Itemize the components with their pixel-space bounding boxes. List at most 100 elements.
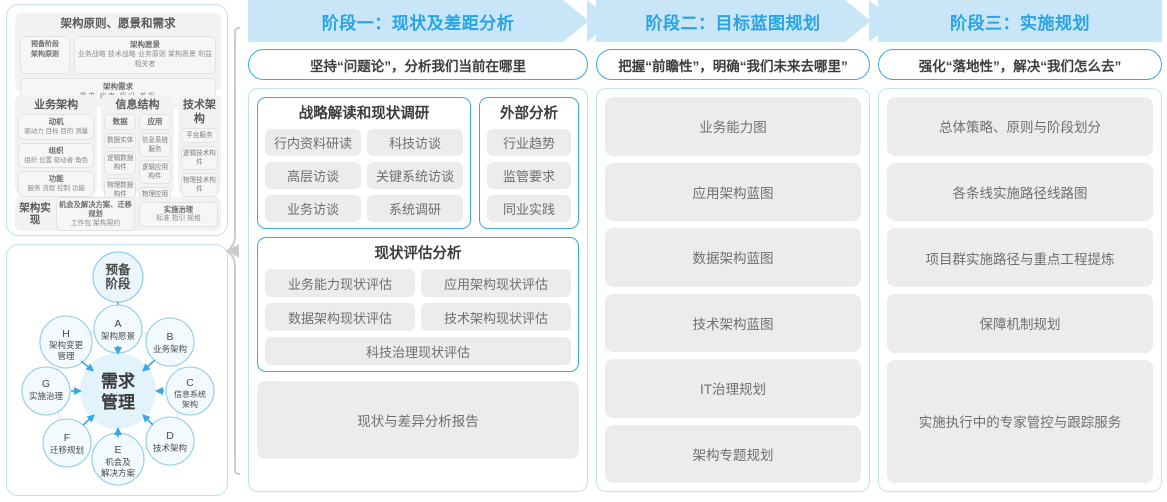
logical-data-component-cell: 逻辑数据构件	[104, 151, 137, 175]
node-b	[145, 317, 195, 367]
phase-2-item[interactable]: 应用架构蓝图	[605, 162, 861, 221]
technical-architecture-group: 技术架构 平台服务 逻辑技术构件 物理技术构件	[177, 95, 221, 197]
phase-2-item[interactable]: 技术架构蓝图	[605, 293, 861, 352]
node-prep-line2: 阶段	[105, 276, 131, 291]
business-motivation-head: 动机	[48, 117, 64, 126]
assessment-chip-wide[interactable]: 科技治理现状评估	[265, 337, 571, 365]
node-d	[145, 416, 195, 466]
assessment-chip[interactable]: 应用架构现状评估	[421, 269, 571, 297]
phase-3-item[interactable]: 实施执行中的专家管控与跟踪服务	[887, 359, 1153, 483]
architecture-principles-group: 架构原则、愿景和需求 预备阶段 架构原则 架构愿景 业务战略 技术战略 业务原则…	[15, 13, 221, 106]
node-d-letter: D	[166, 430, 174, 442]
current-state-assessment-card: 现状评估分析 业务能力现状评估 应用架构现状评估 数据架构现状评估 技术架构现状…	[257, 237, 579, 372]
node-e-letter: E	[114, 444, 121, 456]
phase-2-banner: 阶段二：目标蓝图规划	[596, 0, 895, 42]
data-entity-cell: 数据实体	[104, 133, 137, 148]
phase-3-item[interactable]: 总体策略、原则与阶段划分	[887, 97, 1153, 156]
center-line1: 需求	[101, 371, 135, 391]
strategy-chip[interactable]: 系统调研	[367, 195, 463, 222]
gap-analysis-report-chip[interactable]: 现状与差异分析报告	[257, 381, 579, 459]
brace-connector	[225, 26, 248, 476]
external-chip[interactable]: 行业趋势	[487, 129, 571, 156]
phase-3-item[interactable]: 保障机制规划	[887, 294, 1153, 353]
opportunities-migration-head: 机会及解决方案、迁移规划	[59, 199, 132, 219]
strategy-chip[interactable]: 行内资料研读	[265, 129, 361, 156]
phase-1-banner: 阶段一：现状及差距分析	[248, 0, 613, 42]
implementation-governance-cell: 实施治理 标准 指引 规格	[139, 201, 218, 227]
node-e-label2: 解决方案	[101, 468, 136, 478]
adm-cycle-svg: 预备 阶段 需求 管理 A 架构愿景 B 业务架构	[21, 251, 215, 486]
logical-technology-component-cell: 逻辑技术构件	[180, 146, 218, 170]
opportunities-migration-sub: 工作包 架构契约	[70, 219, 121, 227]
business-function-head: 功能	[48, 174, 64, 183]
node-f-label: 迁移规划	[50, 445, 84, 455]
phase-3-item[interactable]: 各条线实施路径线路图	[887, 162, 1153, 222]
phase-3-banner: 阶段三：实施规划	[878, 0, 1162, 42]
phase-3-subtitle: 强化“落地性”，解决“我们怎么去”	[878, 49, 1162, 80]
information-system-service-cell: 信息系统服务	[139, 133, 171, 157]
node-c-label2: 架构	[182, 399, 198, 409]
node-d-label: 技术架构	[153, 443, 187, 453]
phase-2-item[interactable]: 业务能力图	[605, 97, 861, 156]
node-c	[165, 366, 215, 416]
technical-architecture-title: 技术架构	[182, 99, 216, 125]
external-analysis-title: 外部分析	[500, 106, 558, 122]
node-b-label: 业务架构	[153, 344, 187, 354]
node-h-label1: 架构变更	[49, 340, 84, 350]
platform-service-cell: 平台服务	[180, 128, 218, 143]
strategy-chip[interactable]: 科技访谈	[367, 129, 463, 156]
left-reference-column: 架构原则、愿景和需求 预备阶段 架构原则 架构愿景 业务战略 技术战略 业务原则…	[6, 4, 228, 496]
architecture-vision-cell: 架构愿景 业务战略 技术战略 业务原则 架构愿景 利益相关者	[74, 36, 216, 74]
strategy-chip[interactable]: 业务访谈	[265, 195, 361, 222]
node-h	[39, 315, 93, 369]
business-motivation-cell: 动机 驱动力 目标 目的 测量	[18, 114, 95, 140]
implementation-governance-head: 实施治理	[163, 204, 194, 214]
strategy-chip[interactable]: 关键系统访谈	[367, 162, 463, 189]
assessment-chip[interactable]: 数据架构现状评估	[265, 303, 415, 331]
node-e-label1: 机会及	[105, 457, 131, 467]
phase-3-banner-label: 阶段三：实施规划	[950, 13, 1090, 33]
external-chip[interactable]: 同业实践	[487, 195, 571, 222]
architecture-requirements-title: 架构需求	[103, 82, 133, 91]
information-structure-title: 信息结构	[115, 99, 160, 111]
phase-2-column: 阶段二：目标蓝图规划 把握“前瞻性”，明确“我们未来去哪里” 业务能力图 应用架…	[596, 0, 895, 492]
node-c-letter: C	[186, 377, 194, 389]
architecture-realization-group: 架构实现 机会及解决方案、迁移规划 工作包 架构契约 实施治理 标准 指引 规格	[15, 196, 221, 232]
phase-2-item[interactable]: 架构专题规划	[605, 424, 861, 483]
business-function-sub: 服务 流程 控制 功能	[27, 185, 85, 192]
strategy-research-card: 战略解读和现状调研 行内资料研读 科技访谈 高层访谈 关键系统访谈 业务访谈 系…	[257, 97, 471, 229]
assessment-chip[interactable]: 技术架构现状评估	[421, 303, 571, 331]
business-architecture-title: 业务架构	[34, 99, 79, 111]
adm-cycle-diagram: 预备 阶段 需求 管理 A 架构愿景 B 业务架构	[7, 245, 229, 497]
architecture-realization-label: 架构实现	[19, 202, 51, 226]
togaf-framework-panel: 架构原则、愿景和需求 预备阶段 架构原则 架构愿景 业务战略 技术战略 业务原则…	[6, 4, 228, 236]
node-g-letter: G	[42, 378, 50, 390]
logical-application-component-cell: 逻辑应用构件	[139, 160, 171, 184]
phase-2-item[interactable]: 数据架构蓝图	[605, 228, 861, 287]
phase-1-subtitle: 坚持“问题论”，分析我们当前在哪里	[248, 49, 588, 80]
physical-technology-component-cell: 物理技术构件	[180, 173, 218, 197]
business-motivation-sub: 驱动力 目标 目的 测量	[24, 128, 89, 135]
node-g-label: 实施治理	[29, 391, 64, 401]
assessment-chip[interactable]: 业务能力现状评估	[265, 269, 415, 297]
phase-3-body: 总体策略、原则与阶段划分 各条线实施路径线路图 项目群实施路径与重点工程提炼 保…	[878, 88, 1162, 492]
strategy-research-title: 战略解读和现状调研	[298, 106, 430, 122]
prep-stage-line1: 预备阶段	[31, 41, 59, 48]
strategy-chip[interactable]: 高层访谈	[265, 162, 361, 189]
node-h-label2: 管理	[57, 351, 75, 361]
node-prep-line1: 预备	[105, 262, 131, 277]
business-function-cell: 功能 服务 流程 控制 功能	[18, 171, 95, 197]
phase-2-banner-label: 阶段二：目标蓝图规划	[645, 13, 821, 33]
external-chip[interactable]: 监管要求	[487, 162, 571, 189]
business-architecture-group: 业务架构 动机 驱动力 目标 目的 测量 组织 组织 位置 驱动者 角色 功能 …	[15, 95, 98, 197]
business-organization-sub: 组织 位置 驱动者 角色	[24, 156, 89, 164]
phase-3-item[interactable]: 项目群实施路径与重点工程提炼	[887, 228, 1153, 288]
phase-2-item[interactable]: IT治理规划	[605, 359, 861, 418]
node-a-letter: A	[114, 318, 121, 330]
node-a-label: 架构愿景	[101, 331, 135, 341]
prep-stage-line2: 架构原则	[31, 50, 59, 58]
business-organization-cell: 组织 组织 位置 驱动者 角色	[18, 142, 95, 168]
application-column-head: 应用	[139, 114, 171, 130]
current-state-assessment-title: 现状评估分析	[374, 246, 462, 262]
center-line2: 管理	[101, 392, 135, 412]
